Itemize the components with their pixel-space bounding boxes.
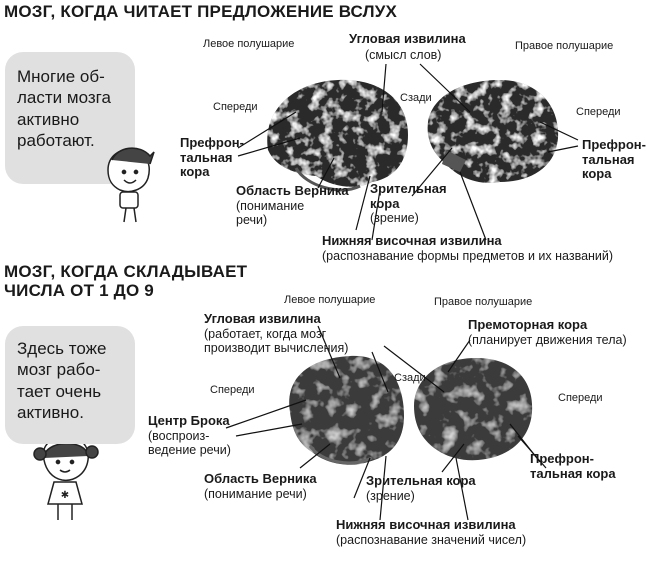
wernicke-desc: (понимание (236, 198, 305, 213)
label-line: тальная (180, 149, 233, 165)
visual-cortex-title: Зрительная (370, 181, 447, 196)
left-hemisphere-label-2: Левое полушарие (284, 294, 376, 306)
angular-gyrus-label-2: Угловая извилина (работает, когда мозг п… (204, 311, 349, 355)
front-label-right-1: Спереди (576, 106, 621, 118)
bubble-line: ласти мозга (17, 88, 111, 108)
girl-character: ✱ (33, 435, 99, 520)
label-line: Префрон- (582, 137, 646, 152)
inferior-temporal-label-2: Нижняя височная извилина (распознавание … (336, 517, 527, 547)
pointer-lines-1 (237, 63, 579, 241)
boy-character (107, 147, 155, 223)
visual-cortex-title: Зрительная кора (366, 473, 476, 488)
wernicke-desc: (понимание речи) (204, 486, 307, 501)
bubble-line: Многие об- (17, 67, 105, 86)
section2-heading: МОЗГ, КОГДА СКЛАДЫВАЕТ ЧИСЛА ОТ 1 ДО 9 (4, 262, 247, 300)
speech-bubble-2: Здесь тоже мозг рабо- тает очень активно… (5, 326, 135, 444)
angular-gyrus-label-1: Угловая извилина (349, 31, 466, 47)
heading-line: ЧИСЛА ОТ 1 ДО 9 (4, 281, 154, 301)
inferior-temporal-title: Нижняя височная извилина (336, 517, 516, 532)
bubble-line: активно. (17, 402, 84, 422)
bubble-line: работают. (17, 130, 95, 150)
back-label-1: Сзади (400, 92, 432, 104)
label-line: Префрон- (180, 135, 244, 150)
wernicke-label-1: Область Верника (понимание речи) (236, 183, 349, 227)
angular-gyrus-title: Угловая извилина (204, 311, 321, 326)
premotor-title: Премоторная кора (468, 317, 588, 332)
inferior-temporal-title: Нижняя височная извилина (322, 233, 502, 248)
back-label-2: Сзади (394, 372, 426, 384)
brain-left-2 (289, 355, 404, 465)
prefrontal-right-label-1: Префрон- тальная кора (582, 137, 646, 182)
pointer-lines-2 (225, 325, 547, 521)
wernicke-desc: речи) (236, 212, 268, 227)
right-hemisphere-label-2: Правое полушарие (434, 296, 533, 308)
bubble-line: тает очень (17, 381, 102, 401)
angular-gyrus-desc-1: (смысл слов) (365, 48, 442, 62)
angular-gyrus-desc: производит вычисления) (204, 340, 349, 355)
visual-cortex-desc: (зрение) (366, 488, 415, 503)
visual-cortex-label-1: Зрительная кора (зрение) (370, 181, 447, 226)
left-hemisphere-label-1: Левое полушарие (203, 38, 295, 50)
wernicke-title: Область Верника (236, 183, 349, 198)
wernicke-title: Область Верника (204, 471, 317, 486)
broca-desc: (воспроиз- (148, 428, 210, 443)
premotor-desc: (планирует движения тела) (468, 332, 627, 347)
bubble-line: активно (17, 109, 80, 129)
inferior-temporal-desc: (распознавание значений чисел) (336, 532, 527, 547)
inferior-temporal-label-1: Нижняя височная извилина (распознавание … (322, 233, 614, 263)
label-line: кора (582, 166, 612, 182)
right-hemisphere-label-1: Правое полушарие (515, 40, 614, 52)
brain-right-2 (414, 358, 533, 461)
heading-line: МОЗГ, КОГДА СКЛАДЫВАЕТ (4, 262, 248, 281)
inferior-temporal-desc: (распознавание формы предметов и их назв… (322, 248, 614, 263)
prefrontal-left-label-1: Префрон- тальная кора (180, 135, 244, 180)
svg-text:✱: ✱ (61, 490, 69, 501)
front-label-left-1: Спереди (213, 101, 258, 113)
visual-cortex-label-2: Зрительная кора (зрение) (366, 473, 476, 503)
prefrontal-right-label-2: Префрон- тальная кора (530, 451, 616, 481)
brain-right-1 (427, 80, 559, 183)
broca-title: Центр Брока (148, 413, 230, 428)
broca-label: Центр Брока (воспроиз- ведение речи) (148, 413, 231, 457)
premotor-label: Премоторная кора (планирует движения тел… (468, 317, 627, 347)
angular-gyrus-desc: (работает, когда мозг (204, 326, 327, 341)
angular-gyrus-title: Угловая извилина (349, 31, 466, 46)
wernicke-label-2: Область Верника (понимание речи) (204, 471, 317, 501)
section1-heading: МОЗГ, КОГДА ЧИТАЕТ ПРЕДЛОЖЕНИЕ ВСЛУХ (4, 2, 398, 21)
label-line: тальная (582, 151, 635, 167)
bubble-line: Здесь тоже (17, 339, 107, 358)
brain-left-1 (267, 79, 408, 192)
broca-desc: ведение речи) (148, 442, 231, 457)
label-line: кора (180, 164, 210, 180)
visual-cortex-title: кора (370, 195, 400, 211)
front-label-right-2: Спереди (558, 392, 603, 404)
label-line: Префрон- (530, 451, 594, 466)
label-line: тальная кора (530, 465, 616, 481)
visual-cortex-desc: (зрение) (370, 211, 419, 226)
bubble-line: мозг рабо- (17, 360, 101, 380)
front-label-left-2: Спереди (210, 384, 255, 396)
